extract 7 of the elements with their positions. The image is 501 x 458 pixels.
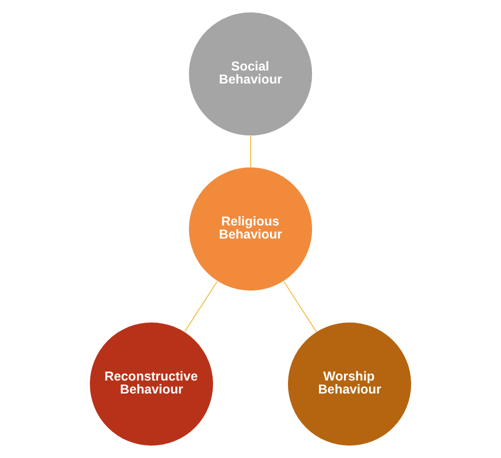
connector (250, 136, 252, 167)
connector (284, 281, 317, 332)
node-circle: Social Behaviour (188, 12, 313, 136)
connector (184, 281, 218, 332)
node-circle: Worship Behaviour (287, 322, 412, 446)
node-circle: Reconstructive Behaviour (89, 322, 214, 446)
node-circle: Religious Behaviour (188, 166, 313, 292)
